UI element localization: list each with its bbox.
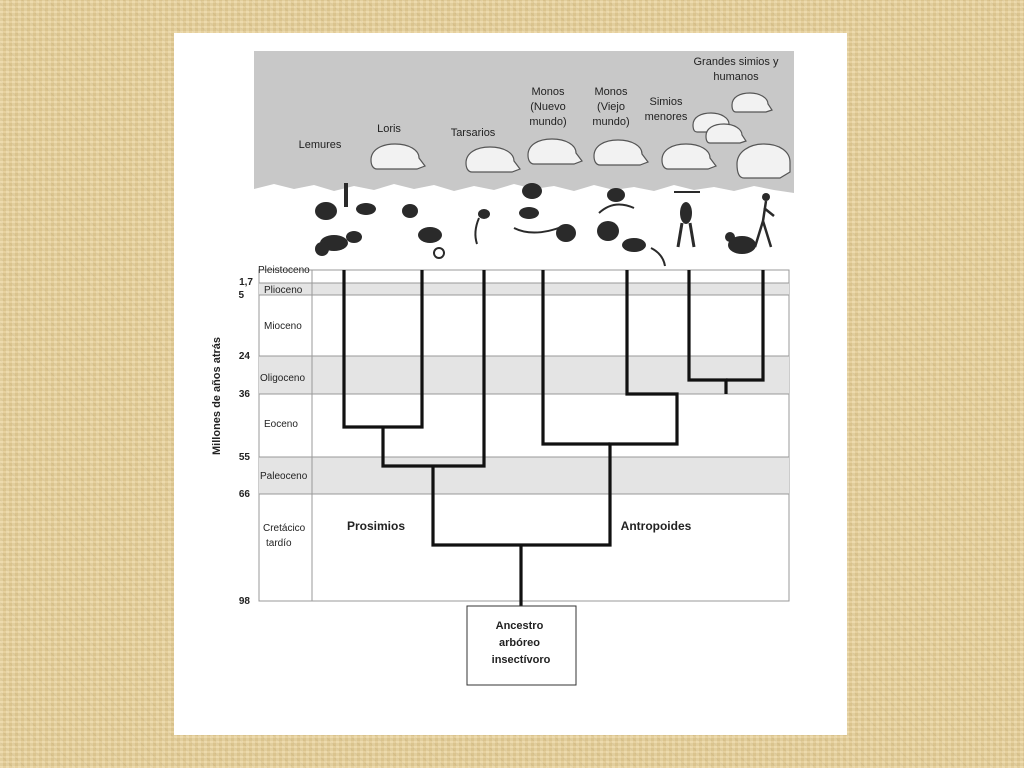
epoch-label: Plioceno [264, 285, 303, 296]
root-line-2: arbóreo [499, 637, 540, 649]
taxon-label: Tarsarios [451, 127, 496, 139]
epoch-labels: Pleistoceno Plioceno Mioceno Oligoceno E… [258, 265, 310, 549]
timeline-table [258, 269, 790, 602]
epoch-label: Eoceno [264, 419, 298, 430]
epoch-label: Mioceno [264, 321, 302, 332]
skull-icon [370, 92, 791, 179]
age-label: 24 [239, 351, 251, 362]
epoch-label: Pleistoceno [258, 265, 310, 276]
band-oligoceno [259, 356, 789, 394]
group-label-prosimios: Prosimios [347, 519, 405, 533]
age-label: 55 [239, 452, 251, 463]
age-label: 1,7 [239, 277, 253, 288]
axis-title: Millones de años atrás [211, 337, 223, 455]
taxon-label: Lemures [299, 139, 342, 151]
age-label: 66 [239, 489, 251, 500]
primate-silhouettes-icon [315, 183, 775, 267]
diagram-panel: Ancestro arbóreo insectívoro Prosimios A… [174, 33, 847, 735]
phylogenetic-tree [342, 270, 765, 606]
root-label: Ancestro arbóreo insectívoro [492, 620, 551, 666]
epoch-label: Paleoceno [260, 471, 308, 482]
root-line-1: Ancestro [496, 620, 544, 632]
epoch-dividers [259, 270, 789, 601]
group-label-antropoides: Antropoides [621, 519, 692, 533]
phylogeny-diagram: Ancestro arbóreo insectívoro Prosimios A… [211, 51, 794, 686]
age-label: 5 [238, 290, 244, 301]
age-labels: 1,7 5 24 36 55 66 98 [238, 277, 253, 607]
band-paleoceno [259, 457, 789, 494]
taxon-label: Loris [377, 123, 401, 135]
age-label: 36 [239, 389, 251, 400]
age-label: 98 [239, 596, 251, 607]
band-plioceno [259, 283, 789, 295]
root-line-3: insectívoro [492, 654, 551, 666]
epoch-label: Oligoceno [260, 373, 305, 384]
root-box [466, 605, 577, 686]
